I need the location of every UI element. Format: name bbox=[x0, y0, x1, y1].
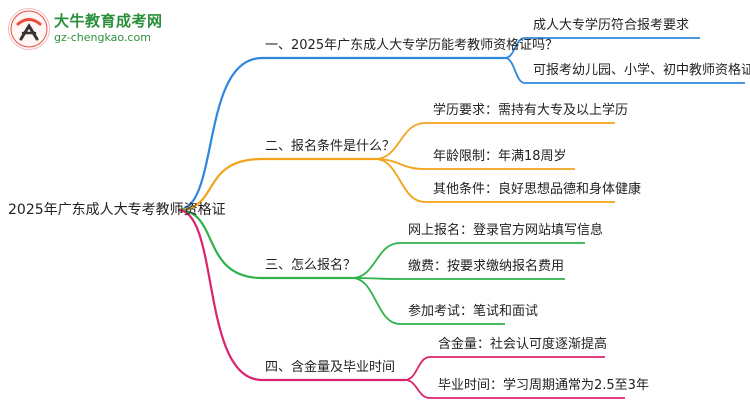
branch-label: 三、怎么报名？ bbox=[265, 257, 356, 273]
leaf-connector bbox=[351, 277, 401, 325]
branch-label: 四、含金量及毕业时间 bbox=[265, 359, 395, 375]
leaf-connector bbox=[504, 57, 526, 84]
mindmap-links bbox=[177, 37, 745, 399]
leaf-connector bbox=[504, 37, 526, 59]
leaf-label: 年龄限制：年满18周岁 bbox=[433, 149, 567, 164]
root-node-label: 2025年广东成人大专考教师资格证 bbox=[8, 202, 226, 218]
leaf-label: 可报考幼儿园、小学、初中教师资格证 bbox=[533, 62, 750, 78]
leaf-label: 含金量：社会认可度逐渐提高 bbox=[438, 336, 607, 352]
logo-badge-icon bbox=[8, 8, 50, 50]
leaf-label: 学历要求：需持有大专及以上学历 bbox=[433, 102, 628, 118]
leaf-label: 其他条件：良好思想品德和身体健康 bbox=[433, 181, 641, 197]
branch-connector bbox=[177, 208, 263, 382]
leaf-label: 毕业时间：学习周期通常为2.5至3年 bbox=[438, 377, 649, 393]
leaf-connector bbox=[374, 122, 426, 160]
leaf-connector bbox=[351, 242, 401, 279]
branch-connector bbox=[177, 208, 263, 280]
logo-title: 大牛教育成考网 bbox=[54, 12, 163, 30]
leaf-connector bbox=[374, 158, 426, 203]
leaf-connector bbox=[404, 379, 431, 399]
branch-connector bbox=[177, 56, 263, 212]
leaf-label: 网上报名：登录官方网站填写信息 bbox=[408, 222, 603, 238]
leaf-connector bbox=[404, 356, 431, 381]
logo-url: gz-chengkao.com bbox=[54, 31, 151, 44]
site-logo: 大牛教育成考网 gz-chengkao.com bbox=[8, 6, 168, 52]
leaf-label: 成人大专学历符合报考要求 bbox=[533, 17, 689, 33]
branch-label: 二、报名条件是什么？ bbox=[265, 138, 395, 154]
branch-label: 一、2025年广东成人大专学历能考教师资格证吗？ bbox=[265, 37, 558, 53]
leaf-label: 参加考试：笔试和面试 bbox=[408, 303, 538, 319]
mindmap-labels: 2025年广东成人大专考教师资格证 一、2025年广东成人大专学历能考教师资格证… bbox=[8, 17, 750, 393]
branch-connector bbox=[177, 157, 263, 212]
leaf-label: 缴费：按要求缴纳报名费用 bbox=[408, 258, 564, 274]
